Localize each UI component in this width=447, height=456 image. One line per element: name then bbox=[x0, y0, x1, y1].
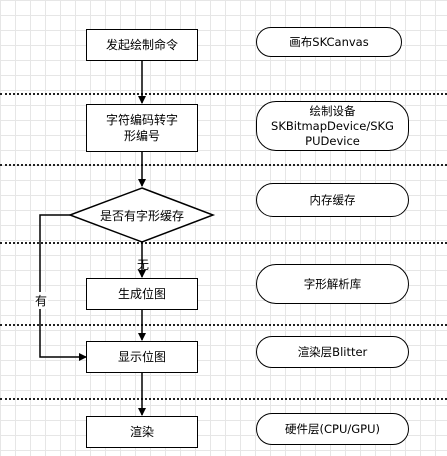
layer-separator-2 bbox=[0, 164, 447, 166]
arrow-decision-yes-to-step4 bbox=[39, 214, 87, 361]
step-render: 渲染 bbox=[86, 416, 198, 448]
layer-separator-1 bbox=[0, 93, 447, 95]
layer-hardware-label: 硬件层(CPU/GPU) bbox=[285, 421, 380, 436]
layer-separator-5 bbox=[0, 398, 447, 400]
step-generate-bitmap-label: 生成位图 bbox=[117, 287, 166, 301]
layer-font-library: 字形解析库 bbox=[256, 264, 409, 304]
step-render-label: 渲染 bbox=[129, 425, 154, 439]
edge-label-yes: 有 bbox=[34, 292, 49, 309]
step-char-to-glyph: 字符编码转字 形编号 bbox=[86, 104, 198, 152]
layer-blitter-label: 渲染层Blitter bbox=[297, 344, 368, 359]
layer-blitter: 渲染层Blitter bbox=[256, 336, 409, 368]
step-issue-draw-command-label: 发起绘制命令 bbox=[105, 38, 178, 52]
layer-device: 绘制设备 SKBitmapDevice/SKG PUDevice bbox=[256, 101, 409, 151]
step-display-bitmap: 显示位图 bbox=[86, 341, 198, 373]
layer-canvas: 画布SKCanvas bbox=[256, 27, 402, 57]
layer-font-library-label: 字形解析库 bbox=[303, 276, 362, 291]
step-display-bitmap-label: 显示位图 bbox=[117, 350, 166, 364]
step-char-to-glyph-label-2: 形编号 bbox=[123, 129, 160, 143]
layer-device-label-2: SKBitmapDevice/SKG bbox=[271, 118, 394, 133]
decision-label: 是否有字形缓存 bbox=[99, 209, 184, 223]
layer-device-label-1: 绘制设备 bbox=[309, 103, 356, 118]
layer-device-label-3: PUDevice bbox=[305, 133, 360, 148]
layer-separator-4 bbox=[0, 324, 447, 326]
layer-canvas-label: 画布SKCanvas bbox=[289, 34, 369, 49]
layer-memory-cache: 内存缓存 bbox=[256, 183, 409, 217]
decision-diamond bbox=[67, 187, 216, 243]
layer-hardware: 硬件层(CPU/GPU) bbox=[256, 413, 409, 445]
layer-memory-cache-label: 内存缓存 bbox=[309, 192, 356, 207]
step-char-to-glyph-label-1: 字符编码转字 bbox=[105, 113, 178, 127]
step-generate-bitmap: 生成位图 bbox=[86, 278, 198, 310]
layer-separator-3 bbox=[0, 242, 447, 244]
edge-label-no: 无 bbox=[137, 258, 150, 272]
step-issue-draw-command: 发起绘制命令 bbox=[86, 29, 198, 61]
